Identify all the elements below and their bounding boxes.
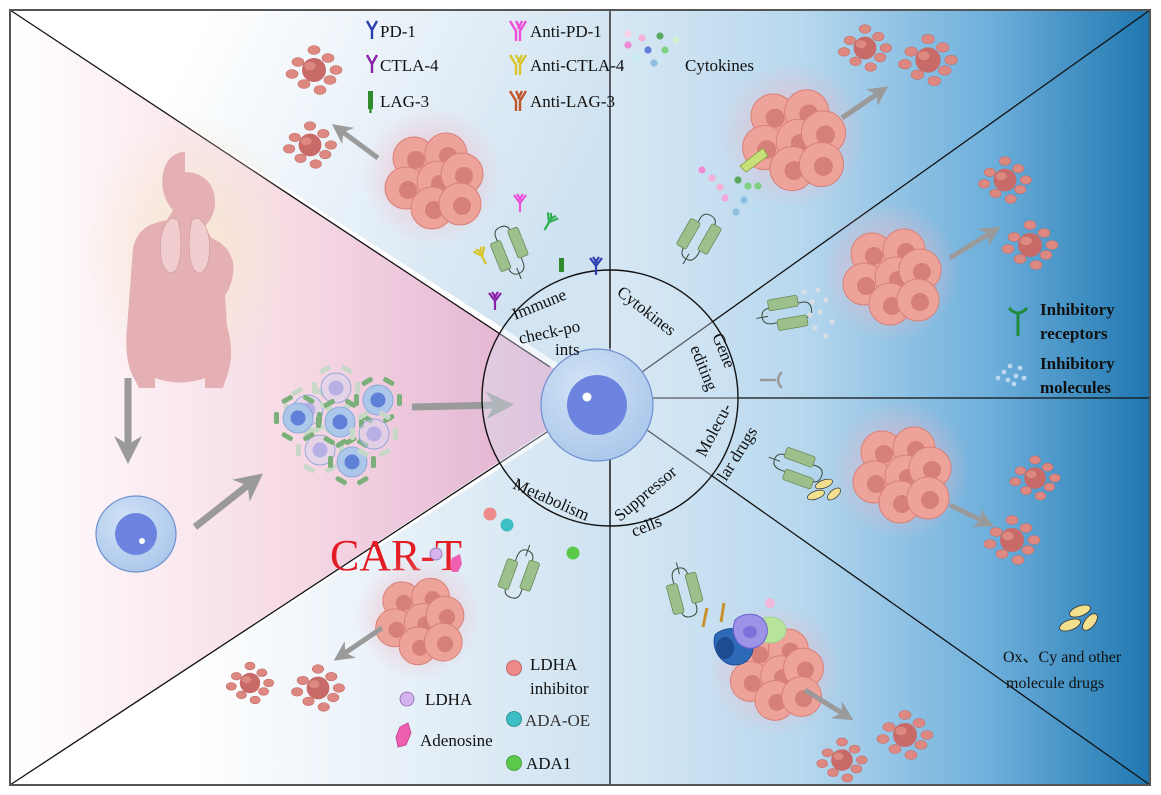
tumor-cluster-icon bbox=[718, 61, 866, 209]
car-receptor-icon bbox=[756, 294, 813, 331]
dead-tumor-debris-icon bbox=[978, 156, 1032, 204]
metabolite-markers bbox=[429, 507, 775, 608]
dead-tumor-debris-icon bbox=[898, 33, 958, 87]
dead-tumor-debris-icon bbox=[1009, 455, 1061, 501]
car-t-cell-icon bbox=[328, 438, 376, 486]
inhibitory-receptor-icon bbox=[1007, 306, 1029, 336]
tumor-cluster-icon bbox=[830, 400, 970, 540]
cytokines-legend: Cytokines bbox=[624, 30, 769, 216]
legend-item-anti-lag-3: Anti-LAG-3 bbox=[508, 90, 615, 111]
process-arrows bbox=[114, 378, 514, 530]
bottom-left-panel bbox=[10, 397, 610, 785]
segment-immune-checkpoints-line3: ints bbox=[555, 340, 580, 359]
drugs-legend-line1: Ox、Cy and other bbox=[1003, 649, 1122, 666]
patient-silhouette-icon bbox=[80, 110, 300, 390]
sector-dividers bbox=[9, 9, 1151, 786]
car-receptors bbox=[472, 193, 823, 618]
tumor-cluster-icon bbox=[820, 202, 960, 342]
cytokine-dots-icon bbox=[624, 30, 769, 216]
kill-arrows bbox=[331, 86, 1001, 721]
ldha-icon bbox=[399, 691, 415, 707]
ldha-label: LDHA bbox=[425, 690, 473, 709]
dead-tumor-debris-icon bbox=[1001, 220, 1059, 270]
car-receptor-icon bbox=[666, 562, 704, 618]
ada-oe-icon bbox=[506, 711, 522, 727]
dead-tumor-debris-icon bbox=[838, 24, 892, 72]
car-t-cell-icon bbox=[312, 364, 360, 412]
inhibitory-receptors-line1: Inhibitory bbox=[1040, 300, 1115, 319]
legend-label: PD-1 bbox=[380, 22, 416, 41]
drug-pills-icon bbox=[807, 478, 841, 501]
legend-label: LAG-3 bbox=[380, 92, 429, 111]
inhibitory-molecules-near-cell bbox=[801, 287, 835, 339]
edited-receptor-icon bbox=[760, 371, 783, 389]
antibody-icon bbox=[508, 54, 528, 75]
ada1-label: ADA1 bbox=[526, 754, 571, 773]
adenosine-label: Adenosine bbox=[420, 731, 493, 750]
drugs-legend-line2: molecule drugs bbox=[1006, 675, 1104, 692]
dead-tumor-debris-icon bbox=[983, 515, 1041, 565]
center-t-cell-icon bbox=[540, 348, 654, 462]
checkpoint-antibody-icon bbox=[472, 246, 487, 265]
car-receptor-icon bbox=[490, 225, 529, 280]
t-cell-icon bbox=[95, 495, 177, 573]
legend-label: CTLA-4 bbox=[380, 56, 439, 75]
inhibitory-receptors-line2: receptors bbox=[1040, 324, 1108, 343]
arrow-up-right-icon bbox=[192, 473, 263, 530]
dead-tumor-debris-icon bbox=[816, 737, 868, 783]
car-receptor-icon bbox=[497, 544, 540, 599]
ldha-inhibitor-icon bbox=[506, 660, 522, 676]
ada-oe-label: ADA-OE bbox=[525, 711, 590, 730]
lag3-receptor-icon bbox=[368, 91, 373, 113]
tumor-cells bbox=[225, 24, 1061, 783]
dead-tumor-debris-icon bbox=[285, 45, 343, 95]
antibody-receptor-icon bbox=[365, 54, 379, 73]
legend-item-ctla-4: CTLA-4 bbox=[365, 54, 439, 75]
tumor-cluster-icon bbox=[362, 106, 502, 246]
legend-label: Anti-CTLA-4 bbox=[530, 56, 625, 75]
legend-item-pd-1: PD-1 bbox=[365, 20, 416, 41]
legend-label: Anti-PD-1 bbox=[530, 22, 602, 41]
inhibitory-molecules-icon bbox=[995, 363, 1027, 387]
antibody-receptor-icon bbox=[365, 20, 379, 39]
top-left-panel bbox=[10, 10, 610, 397]
tumor-cluster-icon bbox=[355, 554, 481, 680]
arrow-right-icon bbox=[411, 391, 514, 420]
dead-tumor-debris-icon bbox=[225, 661, 275, 705]
gene-editing-legend: Inhibitory receptors Inhibitory molecule… bbox=[995, 300, 1115, 397]
pill-icon bbox=[1059, 604, 1098, 632]
car-receptor-icon bbox=[676, 213, 722, 265]
lag3-marker-icon bbox=[559, 258, 564, 272]
dead-tumor-debris-icon bbox=[283, 121, 337, 169]
adenosine-icon bbox=[395, 722, 412, 748]
antibody-icon bbox=[508, 20, 528, 41]
dead-tumor-debris-icon bbox=[876, 710, 934, 760]
molecule-drugs-legend: Ox、Cy and other molecule drugs bbox=[1003, 604, 1122, 692]
ldha-inhibitor-line1: LDHA bbox=[530, 655, 578, 674]
legend-item-anti-pd-1: Anti-PD-1 bbox=[508, 20, 602, 41]
metabolism-legend: LDHA Adenosine LDHA inhibitor ADA-OE ADA… bbox=[395, 655, 590, 773]
ldha-inhibitor-line2: inhibitor bbox=[530, 679, 589, 698]
legend-item-lag-3: LAG-3 bbox=[368, 91, 429, 113]
car-t-cell-icon bbox=[274, 394, 322, 442]
car-t-cell-icon bbox=[350, 410, 398, 458]
antibody-icon bbox=[508, 90, 528, 111]
inhibitory-molecules-line2: molecules bbox=[1040, 378, 1111, 397]
car-t-cell-cluster-icon bbox=[274, 364, 402, 486]
suppressor-cells-icon bbox=[701, 602, 787, 666]
inhibitory-molecules-line1: Inhibitory bbox=[1040, 354, 1115, 373]
ada1-icon bbox=[506, 755, 522, 771]
legend-item-anti-ctla-4: Anti-CTLA-4 bbox=[508, 54, 625, 75]
checkpoint-antibody-icon bbox=[513, 193, 527, 212]
car-receptor-icon bbox=[768, 447, 823, 490]
legend-label: Anti-LAG-3 bbox=[530, 92, 615, 111]
checkpoint-antibody-icon bbox=[543, 212, 559, 231]
cytokines-legend-label: Cytokines bbox=[685, 56, 754, 75]
checkpoint-antibody-icon bbox=[488, 291, 502, 310]
dead-tumor-debris-icon bbox=[291, 664, 345, 712]
checkpoint-antibody-icon bbox=[589, 256, 603, 275]
